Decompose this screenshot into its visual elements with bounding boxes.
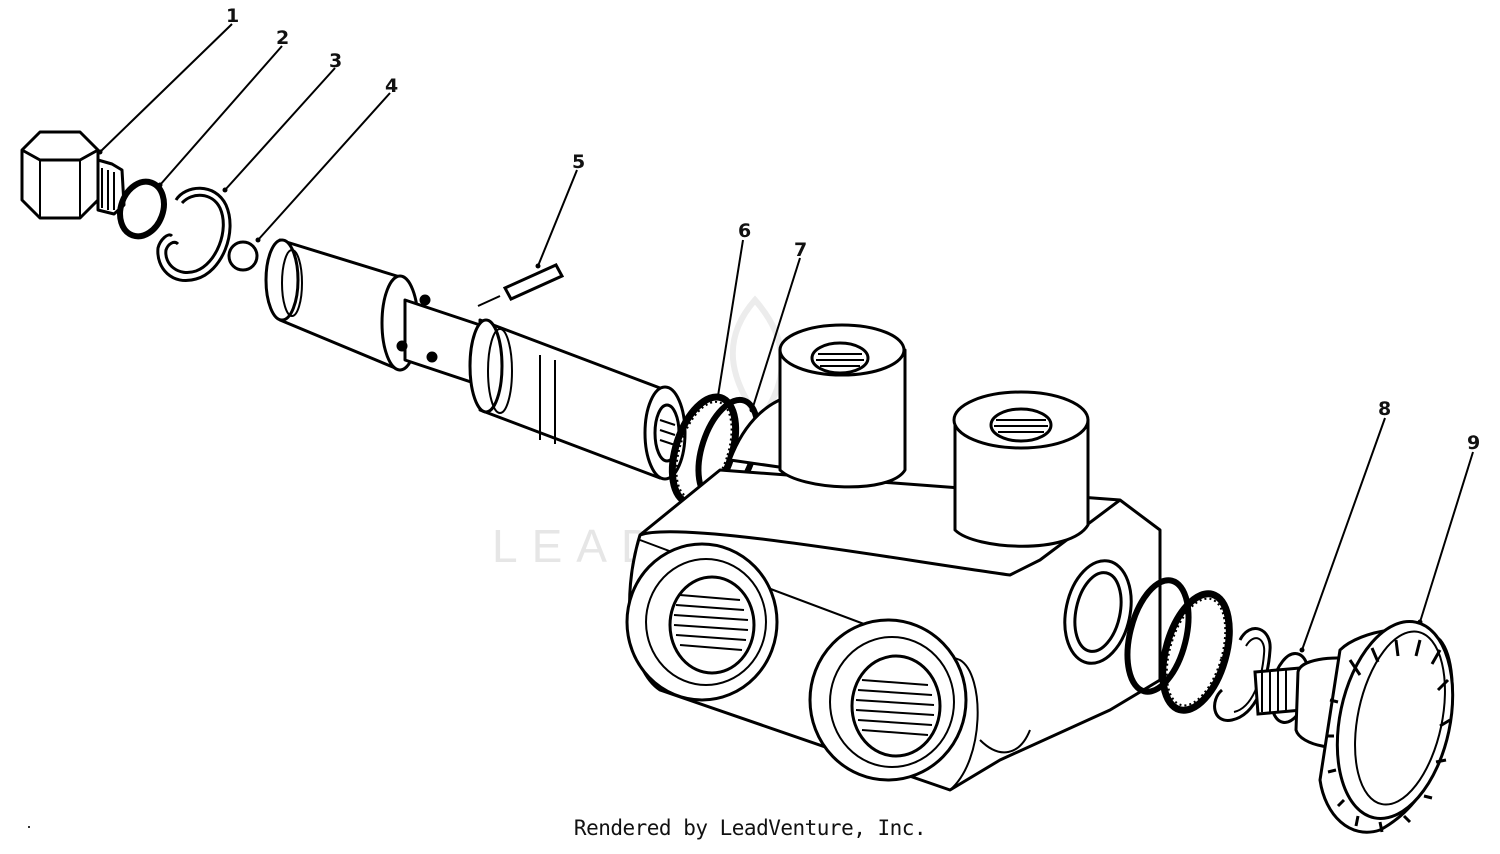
part-retaining-ring	[156, 186, 232, 282]
callout-8: 8	[1378, 398, 1391, 420]
leader-line-4	[257, 92, 391, 241]
leader-line-7	[751, 257, 801, 411]
callout-2: 2	[276, 27, 289, 49]
part-spool	[264, 238, 687, 481]
callout-5: 5	[572, 151, 585, 173]
callout-9: 9	[1467, 432, 1480, 454]
callout-labels: 1 2 3 4 5 6 7 8 9	[226, 5, 1480, 454]
leader-line-3	[224, 67, 336, 191]
footer-credit: Rendered by LeadVenture, Inc.	[573, 816, 927, 840]
part-hex-plug	[20, 130, 126, 220]
leader-line-9	[1419, 451, 1474, 623]
callout-4: 4	[385, 75, 398, 97]
leader-line-6	[717, 239, 744, 397]
leader-line-5	[537, 169, 578, 267]
callout-6: 6	[738, 220, 751, 242]
leader-lines	[99, 23, 1474, 651]
callout-7: 7	[794, 239, 807, 261]
leader-line-2	[159, 45, 283, 186]
leader-line-8	[1301, 417, 1386, 651]
part-adjusting-knob	[1294, 620, 1455, 834]
part-o-ring-2	[117, 178, 167, 240]
valve-body	[625, 323, 1162, 792]
part-ball	[227, 240, 259, 272]
page-mark	[28, 826, 30, 828]
callout-3: 3	[329, 50, 342, 72]
leader-dots	[97, 149, 1423, 653]
callout-1: 1	[226, 5, 239, 27]
leader-line-1	[99, 23, 233, 153]
part-roll-pin	[477, 263, 565, 307]
